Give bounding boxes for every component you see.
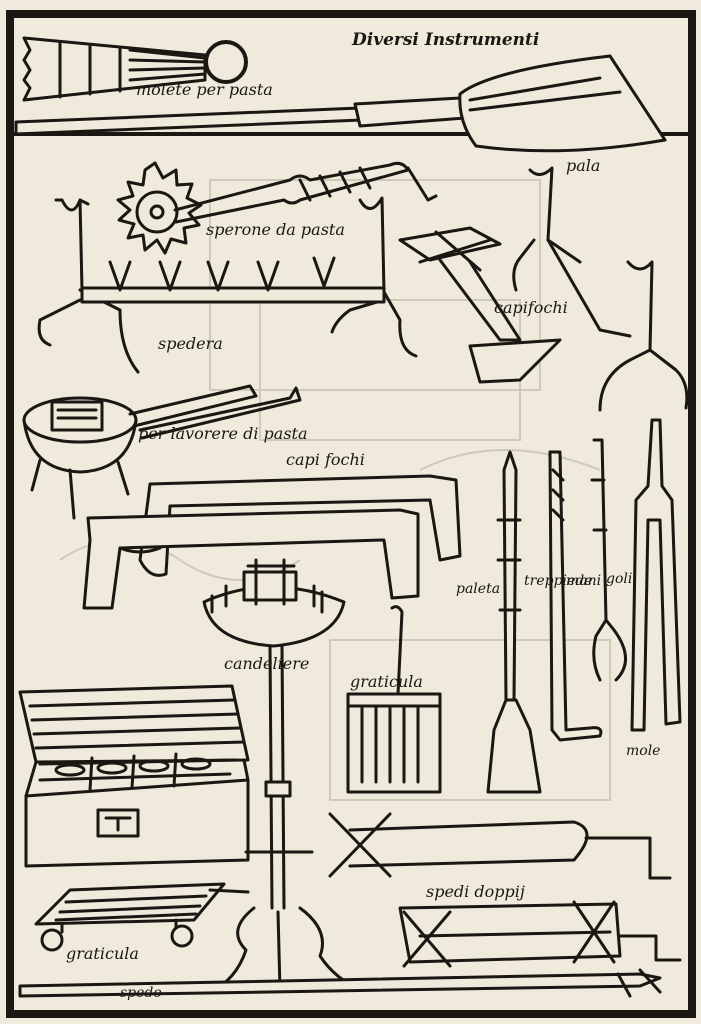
label-wheeled-grill: graticula: [66, 944, 139, 963]
label-small-grill: graticula: [350, 672, 423, 691]
spit-with-cross-supports: [244, 812, 672, 880]
label-roasting-rack: spedera: [158, 334, 223, 353]
long-spit: [18, 968, 662, 998]
pastry-spur-wheel: [116, 161, 438, 255]
wheeled-grill: [34, 882, 250, 952]
label-tripod: treppiede: [524, 573, 593, 589]
page-title: Diversi Instrumenti: [352, 30, 540, 50]
label-pastry-pan: per lavorere di pasta: [138, 424, 308, 443]
label-hands: mani: [566, 573, 602, 589]
label-long-spit: spedo: [120, 985, 162, 1001]
label-goli: goli: [606, 571, 633, 587]
andiron-pair-upper: [398, 166, 689, 412]
double-spit: [398, 900, 682, 968]
label-peel: pala: [566, 156, 601, 175]
small-grill: [346, 605, 442, 794]
andiron-pair-middle: [82, 474, 462, 610]
roasting-rack: [37, 196, 418, 374]
label-fire-shovel: paleta: [456, 581, 501, 597]
label-andirons-upper: capifochi: [494, 298, 568, 317]
label-pastry-spur: sperone da pasta: [206, 220, 345, 239]
pastry-wheel-tool: [22, 36, 248, 102]
label-candlestand: candeliere: [224, 654, 310, 673]
label-tongs: mole: [626, 743, 661, 759]
candlestand: [202, 558, 364, 994]
open-chest: [18, 684, 250, 868]
peel-shovel: [14, 54, 667, 153]
label-double-spit: spedi doppij: [426, 882, 525, 901]
label-andirons-middle: capi fochi: [286, 450, 365, 469]
label-pastry-wheel: molete per pasta: [136, 80, 273, 99]
pastry-pan: [22, 384, 302, 520]
fire-tools: [486, 418, 682, 794]
